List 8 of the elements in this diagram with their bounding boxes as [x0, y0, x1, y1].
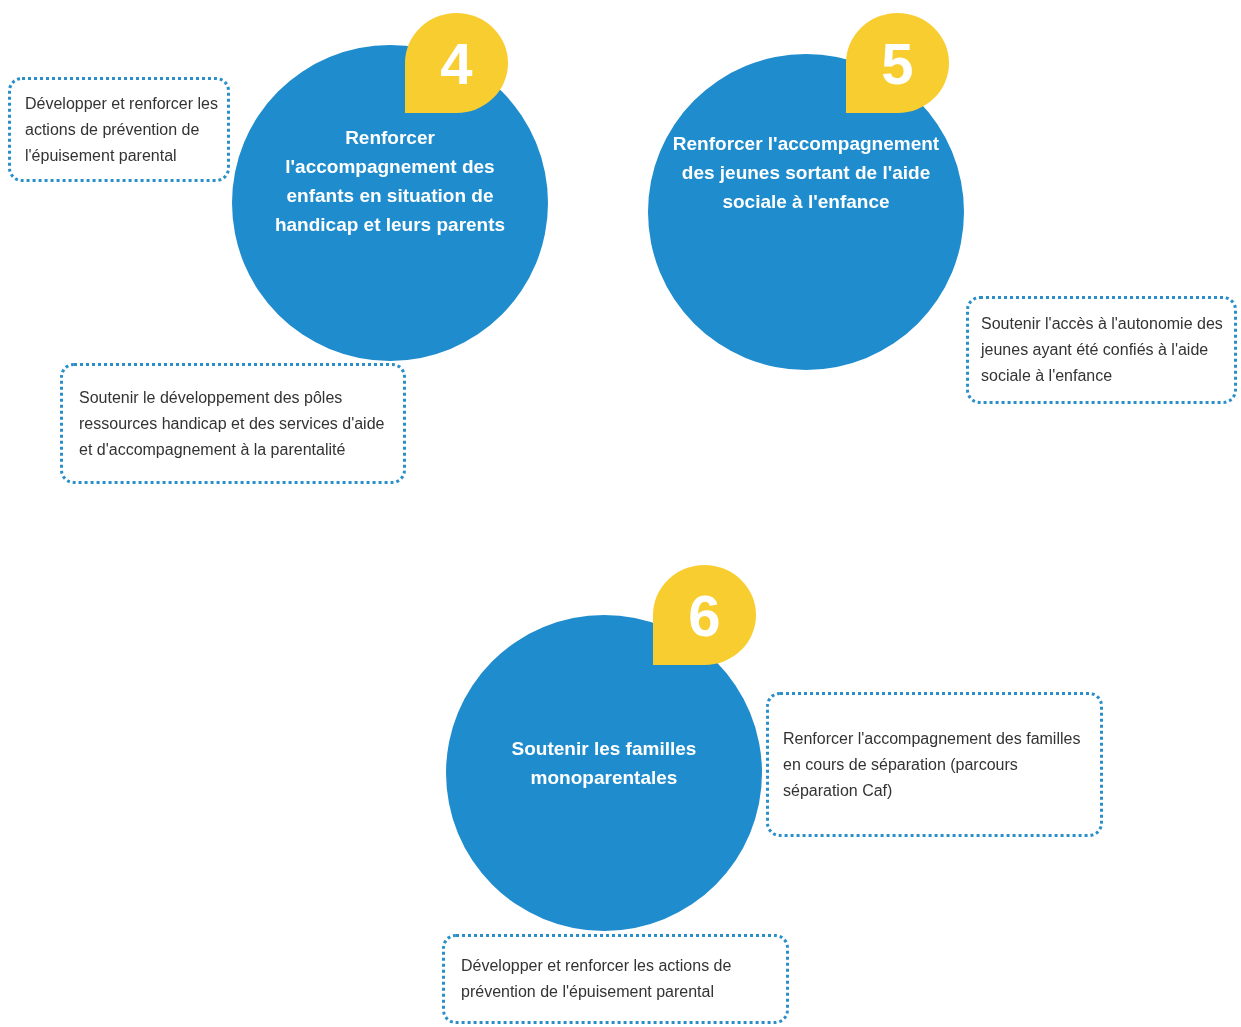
note-box: Renforcer l'accompagnement des familles en cours de séparation (parcours séparation Caf)	[766, 692, 1103, 837]
note-box: Soutenir l'accès à l'autonomie des jeunes ayant été confiés à l'aide sociale à l'enfance	[966, 296, 1237, 404]
note-box: Soutenir le développement des pôles ressources handicap et des services d'aide et d'accompagnement à la parentalité	[60, 363, 406, 484]
note-box: Développer et renforcer les actions de prévention de l'épuisement parental	[8, 77, 230, 182]
number-badge: 4	[405, 13, 508, 113]
number-badge: 6	[653, 565, 756, 665]
note-box: Développer et renforcer les actions de prévention de l'épuisement parental	[442, 934, 789, 1024]
number-badge: 5	[846, 13, 949, 113]
